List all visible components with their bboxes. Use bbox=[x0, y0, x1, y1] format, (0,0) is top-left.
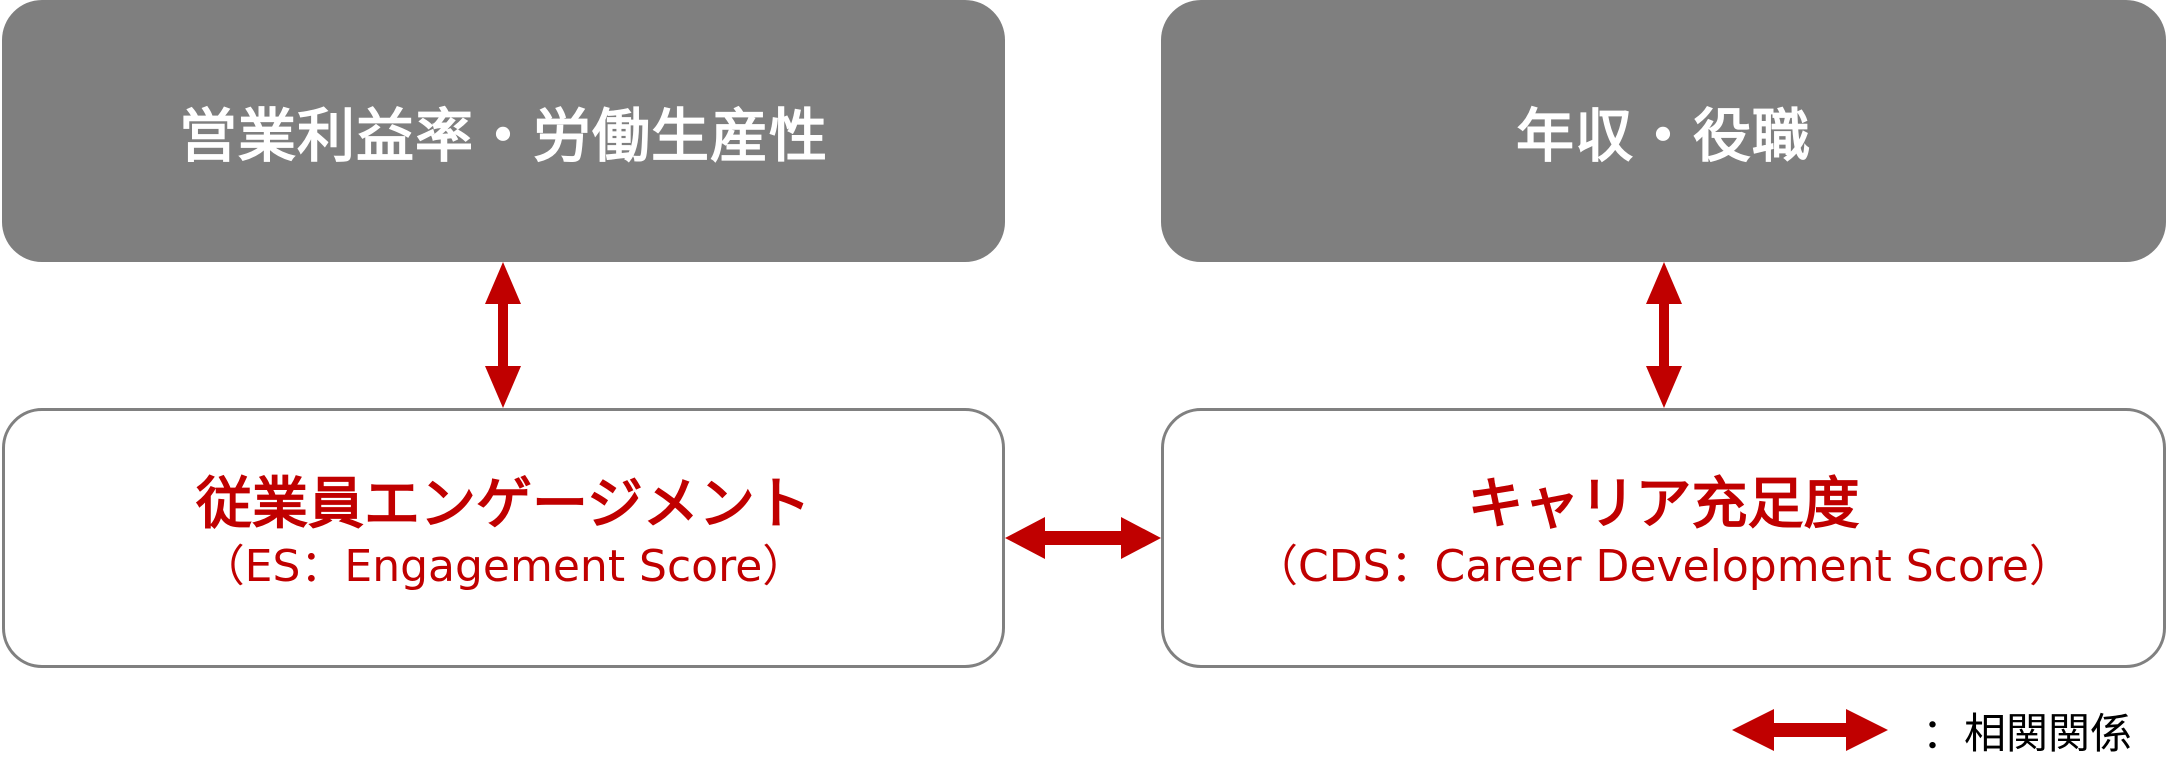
box-title: 営業利益率・労働生産性 bbox=[178, 102, 828, 170]
operating-margin-productivity-box: 営業利益率・労働生産性 bbox=[2, 0, 1005, 262]
box-title: 従業員エンゲージメント bbox=[196, 472, 811, 538]
correlation-arrow-right-vertical bbox=[1646, 262, 1682, 408]
box-subtitle: （CDS：Career Development Score） bbox=[1254, 540, 2073, 592]
double-arrow-icon bbox=[1646, 262, 1682, 408]
legend: ：相関関係 bbox=[1732, 700, 2132, 760]
legend-label: ：相関関係 bbox=[1922, 708, 2133, 758]
employee-engagement-box: 従業員エンゲージメント （ES：Engagement Score） bbox=[2, 408, 1005, 668]
correlation-arrow-left-vertical bbox=[485, 262, 521, 408]
box-title: 年収・役職 bbox=[1515, 102, 1811, 170]
double-arrow-icon bbox=[1732, 709, 1888, 751]
box-subtitle: （ES：Engagement Score） bbox=[200, 540, 807, 592]
box-title: キャリア充足度 bbox=[1467, 472, 1860, 538]
double-arrow-icon bbox=[485, 262, 521, 408]
correlation-arrow-horizontal bbox=[1005, 517, 1161, 559]
double-arrow-icon bbox=[1005, 517, 1161, 559]
salary-position-box: 年収・役職 bbox=[1161, 0, 2166, 262]
career-satisfaction-box: キャリア充足度 （CDS：Career Development Score） bbox=[1161, 408, 2166, 668]
